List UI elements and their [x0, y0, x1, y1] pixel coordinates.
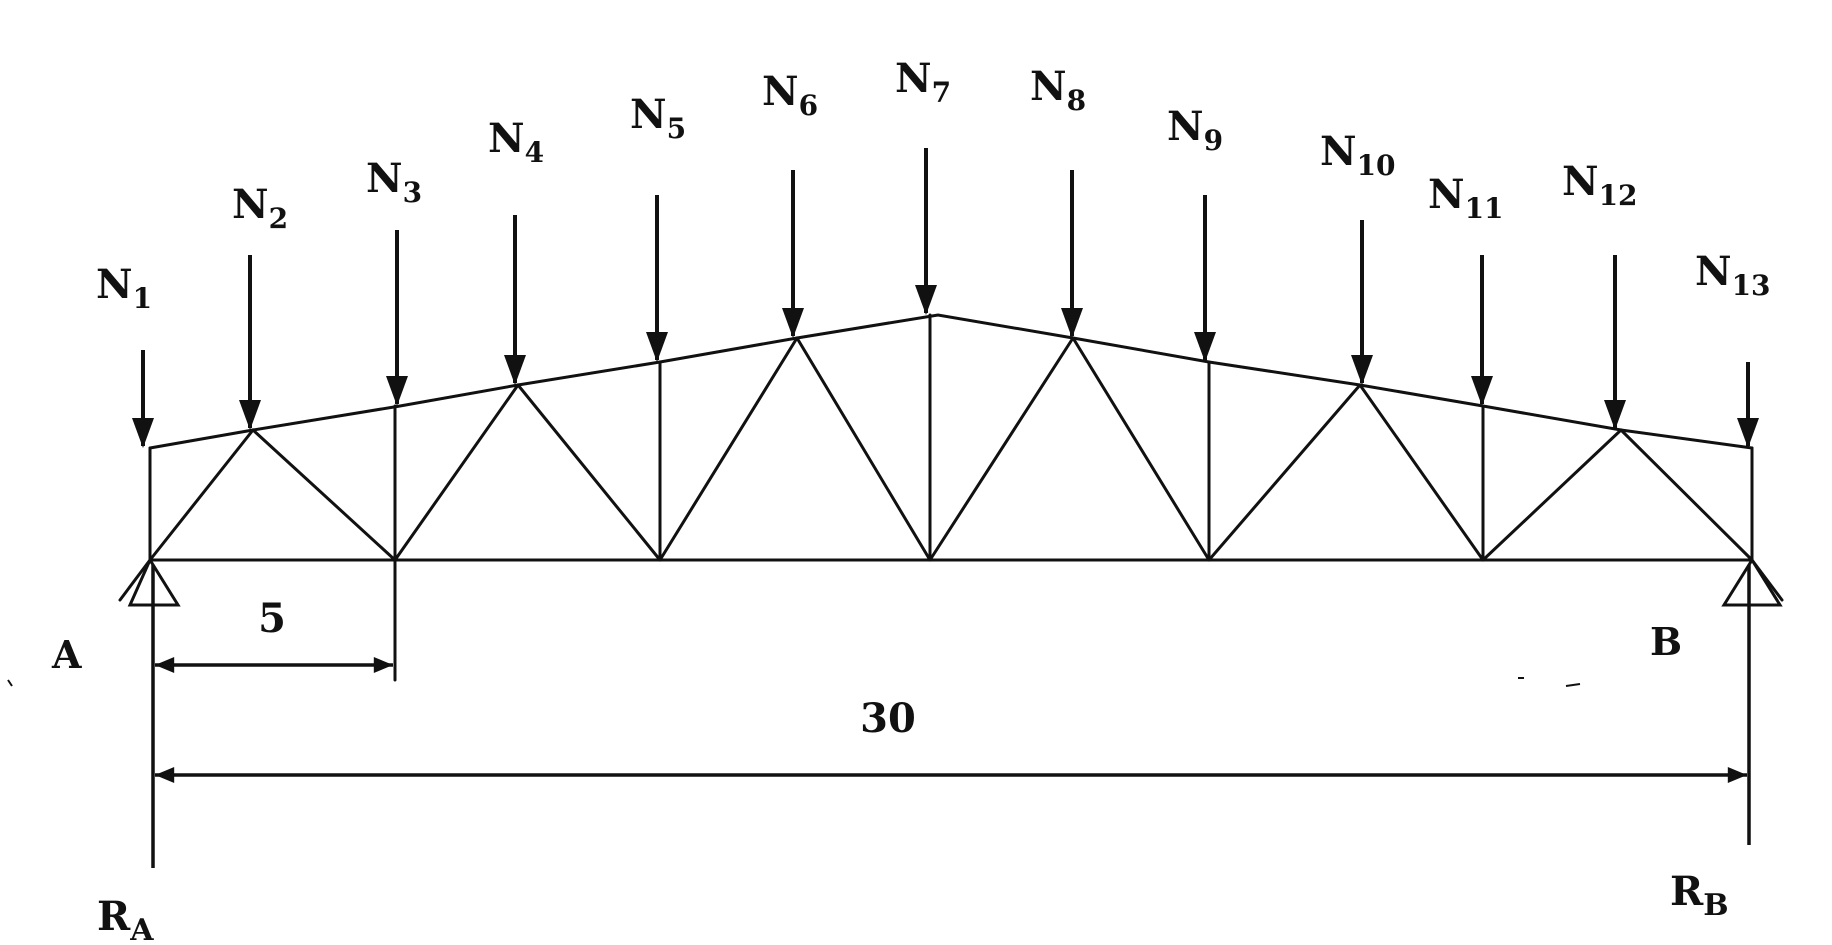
load-label-sub: 3: [403, 176, 422, 209]
load-label-sub: 7: [932, 76, 951, 109]
load-label-sub: 1: [133, 282, 152, 315]
load-label-main: N: [1320, 128, 1357, 175]
reaction-label-b-sub: B: [1703, 888, 1728, 923]
load-label-sub: 9: [1204, 124, 1223, 157]
load-label: N13: [1695, 248, 1771, 302]
load-label-main: N: [96, 261, 133, 308]
load-label-sub: 11: [1465, 192, 1504, 225]
web-diagonal: [148, 428, 255, 562]
web-diagonal: [928, 336, 1075, 562]
load-label: N2: [232, 181, 288, 235]
load-label-sub: 8: [1067, 84, 1086, 117]
load-arrowhead: [1351, 355, 1373, 385]
web-diagonal: [795, 336, 932, 562]
support-b: [1721, 557, 1784, 607]
load-label-main: N: [1030, 63, 1067, 110]
load-arrowhead: [504, 355, 526, 385]
load-label-main: N: [1428, 171, 1465, 218]
web-diagonal: [1071, 336, 1211, 562]
load-label: N8: [1030, 63, 1086, 117]
load-label-main: N: [762, 68, 799, 115]
load-label-main: N: [1167, 103, 1204, 150]
load-label: N7: [895, 55, 951, 109]
reaction-label-a-sub: A: [129, 913, 154, 945]
load-arrowhead: [782, 308, 804, 338]
support-a: [118, 556, 181, 607]
load-label: N10: [1320, 128, 1396, 182]
web-diagonal: [1358, 383, 1485, 562]
reaction-label-b: RB: [1670, 868, 1729, 923]
load-arrowhead: [915, 285, 937, 315]
load-arrowhead: [239, 400, 261, 430]
load-label-main: N: [630, 91, 667, 138]
load-label-sub: 10: [1357, 149, 1396, 182]
load-label: N12: [1562, 158, 1638, 212]
load-label-main: N: [366, 155, 403, 202]
panel-dimension-label: 5: [258, 595, 286, 642]
load-label: N1: [96, 261, 152, 315]
load-label-sub: 6: [799, 89, 818, 122]
reaction-label-a-main: R: [97, 893, 131, 940]
web-diagonal: [1207, 383, 1362, 562]
load-label: N11: [1428, 171, 1504, 225]
reaction-label-a: RA: [97, 893, 154, 945]
support-label-a: A: [51, 632, 82, 677]
support-label-b: B: [1650, 619, 1682, 664]
web-diagonal: [393, 383, 520, 562]
load-arrowhead: [1737, 418, 1759, 448]
support-b-hatch: [1750, 558, 1784, 602]
load-arrowhead: [1194, 332, 1216, 362]
load-label-sub: 2: [269, 202, 288, 235]
load-label-sub: 13: [1732, 269, 1771, 302]
load-label-sub: 5: [667, 112, 686, 145]
web-diagonal: [516, 383, 662, 562]
pin-support-b: [1721, 557, 1783, 607]
load-arrowhead: [646, 332, 668, 362]
load-label: N3: [366, 155, 422, 209]
span-dimension-label: 30: [860, 695, 916, 742]
load-label-main: N: [232, 181, 269, 228]
load-label-main: N: [1695, 248, 1732, 295]
load-label-sub: 12: [1599, 179, 1638, 212]
load-arrowhead: [1061, 308, 1083, 338]
support-a-hatch: [118, 558, 152, 602]
web-diagonals: [148, 336, 1754, 562]
load-arrowhead: [386, 376, 408, 406]
load-label: N9: [1167, 103, 1223, 157]
load-arrowhead: [1604, 400, 1626, 430]
web-diagonal: [1619, 428, 1754, 562]
load-arrowhead: [1471, 376, 1493, 406]
load-label-main: N: [1562, 158, 1599, 205]
load-label: N4: [488, 115, 544, 169]
load-arrowhead: [132, 418, 154, 448]
scan-speck: [7, 679, 13, 687]
web-verticals: [393, 313, 1485, 682]
reaction-label-b-main: R: [1670, 868, 1704, 915]
load-label-main: N: [488, 115, 525, 162]
load-label-main: N: [895, 55, 932, 102]
load-label: N6: [762, 68, 818, 122]
load-label-sub: 4: [525, 136, 544, 169]
web-diagonal: [1481, 428, 1623, 562]
load-label: N5: [630, 91, 686, 145]
web-diagonal: [251, 428, 397, 562]
web-diagonal: [658, 336, 799, 562]
scan-speck: [1518, 677, 1581, 687]
